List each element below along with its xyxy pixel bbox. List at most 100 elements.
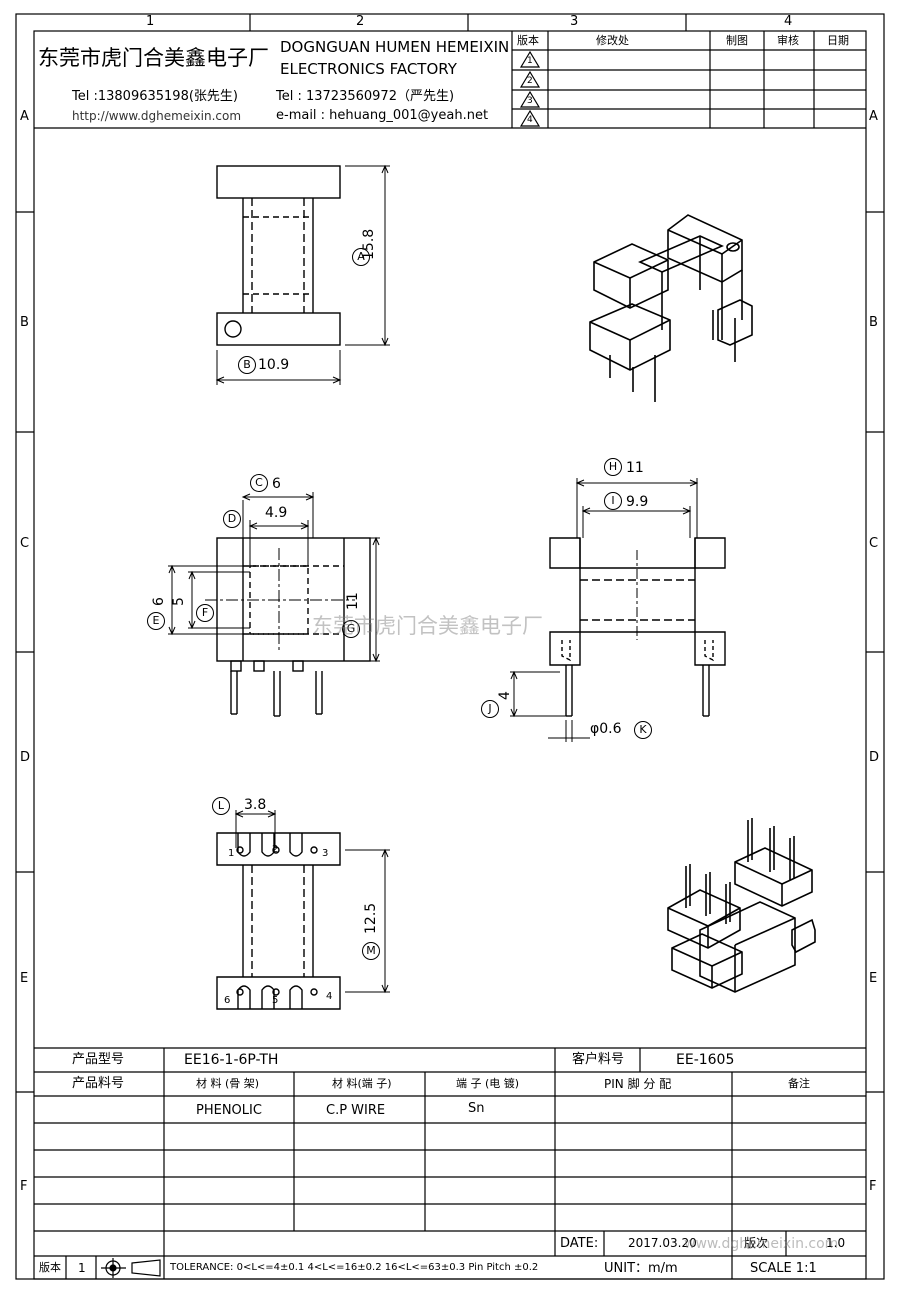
row-label-a-left: A: [20, 109, 29, 124]
col-label-3: 3: [570, 14, 579, 29]
rev-4: 4: [527, 115, 533, 125]
company-tel-1: Tel :13809635198(张先生): [72, 89, 238, 104]
dim-value-j: 4: [497, 691, 513, 700]
top-view: [215, 164, 390, 385]
dim-value-b: 10.9: [258, 357, 290, 373]
row-label-c-right: C: [869, 536, 879, 551]
projection-symbol: [101, 1258, 161, 1278]
front-view: [168, 492, 380, 717]
dim-value-l: 3.8: [244, 797, 267, 813]
row-label-e-right: E: [869, 971, 878, 986]
pin-label-5: 5: [272, 995, 279, 1006]
rev-header-date: 日期: [827, 34, 849, 47]
dim-value-c: 6: [272, 476, 281, 492]
side-view: [510, 478, 726, 742]
dim-value-e: 6: [151, 597, 167, 606]
dim-label-j: J: [481, 700, 499, 718]
dim-value-g: 11: [345, 592, 361, 610]
bottom-view: [216, 810, 390, 1010]
version-label: 版本: [39, 1261, 61, 1274]
material-terminal-value: C.P WIRE: [326, 1103, 386, 1118]
dim-value-k: φ0.6: [590, 721, 622, 737]
pin-label-2: 2: [272, 844, 279, 855]
material-bobbin-value: PHENOLIC: [196, 1103, 262, 1118]
row-label-a-right: A: [869, 109, 878, 124]
product-model-value: EE16-1-6P-TH: [184, 1052, 279, 1068]
pin-label-3: 3: [322, 848, 329, 859]
pin-assign-label: PIN 脚 分 配: [604, 1077, 672, 1091]
plating-label: 端 子 (电 镀): [456, 1077, 520, 1090]
company-name-en-2: ELECTRONICS FACTORY: [280, 60, 457, 78]
dim-label-c: C: [250, 474, 268, 492]
outer-frame: [15, 13, 885, 1280]
version-field-label: 版次: [744, 1236, 769, 1250]
material-terminal-label: 材 料(端 子): [332, 1077, 392, 1090]
dim-label-i: I: [604, 492, 622, 510]
plating-value: Sn: [468, 1101, 485, 1116]
col-label-4: 4: [784, 14, 793, 29]
date-label: DATE:: [560, 1236, 599, 1251]
tolerance-note: TOLERANCE: 0<L<=4±0.1 4<L<=16±0.2 16<L<=…: [170, 1262, 539, 1273]
scale-label: SCALE 1:1: [750, 1261, 817, 1276]
pin-label-4: 4: [326, 991, 333, 1002]
row-label-d-left: D: [20, 750, 31, 765]
company-tel-2: Tel : 13723560972（严先生): [276, 89, 455, 104]
row-label-f-right: F: [869, 1179, 877, 1194]
pin-label-6: 6: [224, 995, 231, 1006]
row-label-b-left: B: [20, 315, 29, 330]
footer-watermark: www.dghemeixin.com: [684, 1236, 839, 1252]
dim-label-a: A: [352, 248, 370, 266]
dim-label-g: G: [342, 620, 360, 638]
rev-1: 1: [527, 56, 533, 66]
isometric-view-2: [667, 818, 816, 993]
rev-header-version: 版本: [517, 34, 539, 47]
product-model-label: 产品型号: [72, 1052, 125, 1067]
version-field-value: 1.0: [826, 1236, 846, 1250]
date-value: 2017.03.20: [628, 1236, 697, 1250]
rev-header-drawn: 制图: [726, 34, 748, 47]
dim-value-m: 12.5: [363, 902, 379, 934]
company-name-en-1: DOGNGUAN HUMEN HEMEIXIN: [280, 38, 510, 56]
customer-part-label: 客户料号: [572, 1052, 625, 1067]
dim-label-k: K: [634, 721, 652, 739]
dim-label-d: D: [223, 510, 241, 528]
row-label-e-left: E: [20, 971, 29, 986]
col-label-1: 1: [146, 14, 155, 29]
isometric-view-1: [589, 214, 753, 402]
pin-label-1: 1: [228, 848, 235, 859]
material-bobbin-label: 材 料 (骨 架): [196, 1077, 260, 1090]
row-label-f-left: F: [20, 1179, 28, 1194]
row-label-c-left: C: [20, 536, 30, 551]
rev-header-change: 修改处: [596, 34, 629, 47]
product-part-label: 产品料号: [72, 1076, 125, 1091]
dim-value-f: 5: [171, 597, 187, 606]
dim-label-b: B: [238, 356, 256, 374]
row-label-b-right: B: [869, 315, 878, 330]
col-label-2: 2: [356, 14, 365, 29]
rev-3: 3: [527, 96, 533, 106]
rev-2: 2: [527, 76, 533, 86]
version-number: 1: [78, 1261, 86, 1275]
customer-part-value: EE-1605: [676, 1052, 735, 1068]
dim-value-d: 4.9: [265, 505, 288, 521]
bottom-table-grid: [34, 1047, 866, 1279]
company-name-cn: 东莞市虎门合美鑫电子厂: [38, 46, 269, 70]
company-website: http://www.dghemeixin.com: [72, 109, 242, 123]
dim-label-l: L: [212, 797, 230, 815]
unit-label: UNIT：m/m: [604, 1261, 678, 1276]
remarks-label: 备注: [788, 1077, 810, 1090]
dim-value-h: 11: [626, 460, 644, 476]
watermark: 东莞市虎门合美鑫电子厂: [312, 614, 543, 638]
dim-label-f: F: [196, 604, 214, 622]
row-label-d-right: D: [869, 750, 880, 765]
rev-header-checked: 审核: [777, 34, 799, 47]
dim-label-m: M: [362, 942, 380, 960]
dim-label-e: E: [147, 612, 165, 630]
dim-label-h: H: [604, 458, 622, 476]
dim-value-i: 9.9: [626, 494, 649, 510]
dim-value-a: 15.8: [361, 228, 377, 260]
inner-frame: [33, 30, 867, 1280]
company-email: e-mail : hehuang_001@yeah.net: [276, 108, 489, 123]
